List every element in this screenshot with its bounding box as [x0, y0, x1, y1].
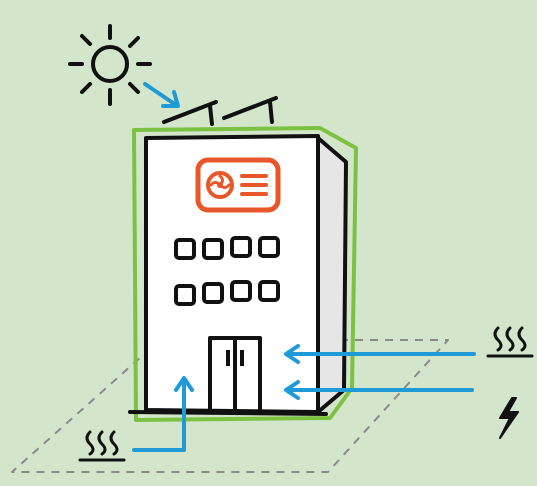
heat-waves-icon-ground [80, 432, 124, 460]
heat-waves-icon-external [488, 328, 532, 356]
lightning-bolt-icon [500, 398, 518, 438]
sun-icon [70, 26, 150, 104]
solar-panel-icon [164, 98, 276, 124]
building-icon [130, 136, 346, 414]
solar-arrow-icon [145, 84, 178, 106]
